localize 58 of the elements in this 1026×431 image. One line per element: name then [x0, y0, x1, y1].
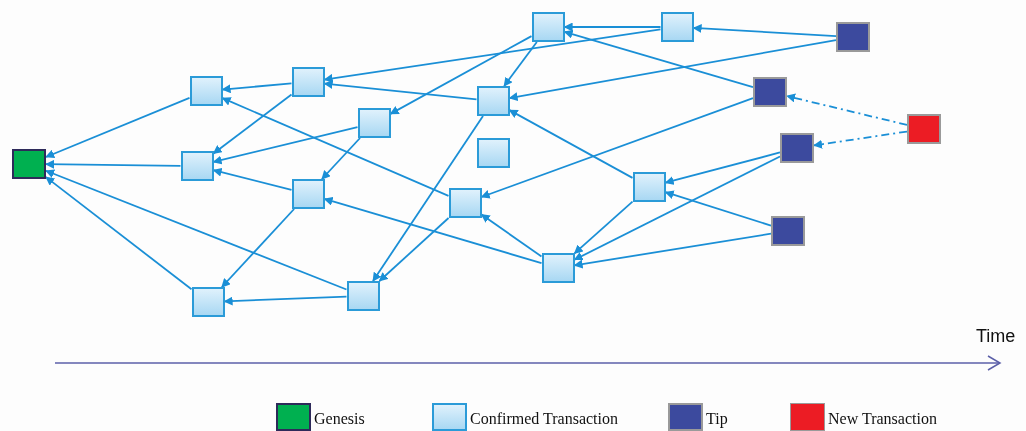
- arrow: [508, 109, 634, 179]
- arrow: [480, 213, 543, 258]
- arrow: [508, 39, 837, 102]
- arrow: [323, 196, 543, 264]
- arrow: [221, 82, 293, 94]
- arrow: [45, 176, 193, 291]
- legend-label: Confirmed Transaction: [470, 410, 618, 428]
- arrow: [563, 29, 754, 88]
- transaction-box: [346, 281, 380, 311]
- arrow: [664, 190, 772, 227]
- legend-label: Tip: [706, 410, 728, 428]
- transaction-box: [180, 151, 214, 181]
- arrow: [223, 295, 348, 306]
- arrow: [563, 22, 662, 32]
- transaction-box: [541, 253, 575, 283]
- axis-label: Time: [976, 326, 1016, 347]
- arrow: [573, 155, 781, 261]
- transaction-box: [531, 12, 565, 42]
- tip-box: [836, 22, 870, 52]
- transaction-box: [660, 12, 694, 42]
- arrow: [323, 80, 478, 101]
- arrow: [212, 126, 359, 165]
- arrow: [692, 23, 837, 37]
- new-transaction-box: [907, 114, 941, 144]
- arrow: [323, 28, 662, 83]
- tip-box: [771, 216, 805, 246]
- legend-label: Genesis: [314, 410, 365, 428]
- arrow: [212, 167, 293, 191]
- genesis-box: [12, 149, 46, 179]
- arrow: [503, 41, 538, 87]
- tip-box: [753, 77, 787, 107]
- transaction-box: [476, 138, 510, 168]
- arrow: [372, 115, 484, 282]
- arrow: [389, 35, 533, 115]
- arrow: [664, 151, 781, 185]
- legend-label: New Transaction: [828, 410, 937, 428]
- transaction-box: [448, 188, 482, 218]
- transaction-box: [632, 172, 666, 202]
- arrow: [45, 169, 348, 291]
- transaction-box: [291, 179, 325, 209]
- arrow: [480, 97, 754, 199]
- arrow: [45, 96, 191, 159]
- arrow: [378, 217, 450, 282]
- arrow: [573, 200, 634, 255]
- transaction-box: [189, 76, 223, 106]
- transaction-box: [357, 108, 391, 138]
- arrow: [221, 208, 295, 288]
- arrow: [573, 232, 772, 269]
- arrow: [45, 159, 182, 169]
- transaction-box: [291, 67, 325, 97]
- arrow: [212, 93, 293, 155]
- arrow: [221, 97, 450, 197]
- dashed-arrow: [813, 130, 908, 149]
- tip-box: [780, 133, 814, 163]
- transaction-box: [191, 287, 225, 317]
- transaction-box: [476, 86, 510, 116]
- dashed-arrow: [786, 93, 908, 126]
- arrow: [321, 137, 361, 180]
